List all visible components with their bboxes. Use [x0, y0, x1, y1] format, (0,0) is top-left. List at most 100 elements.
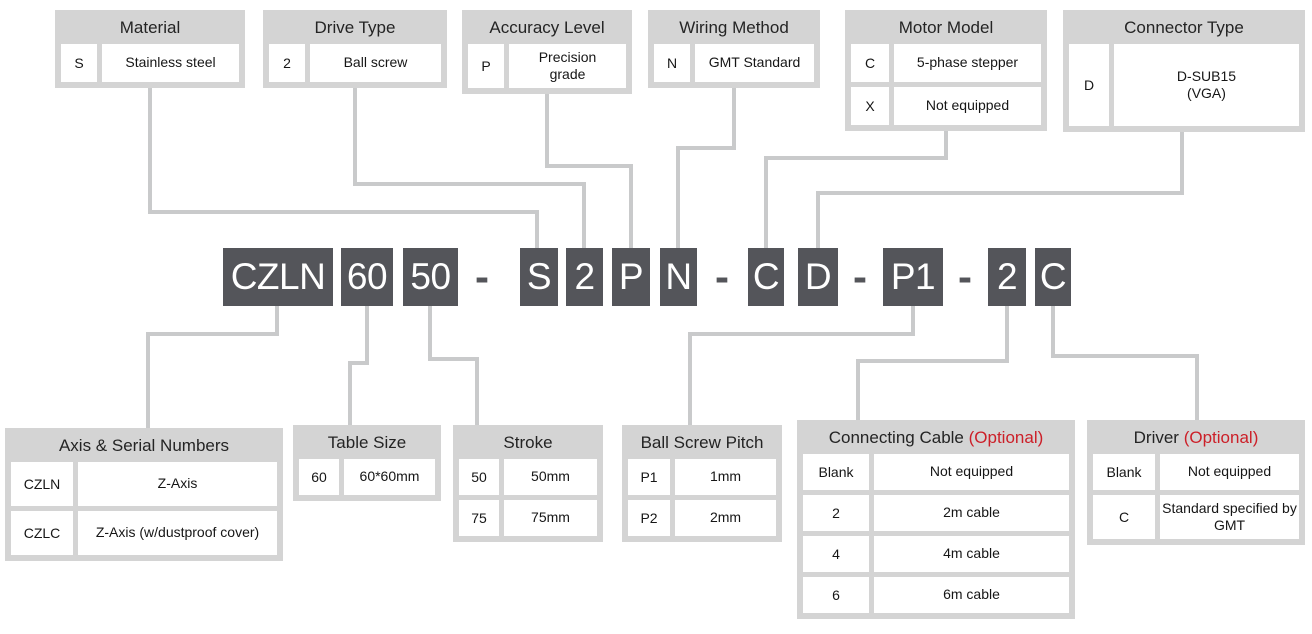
- table-row: X Not equipped: [851, 87, 1041, 125]
- desc-cell: Ball screw: [310, 44, 441, 82]
- pn-dash: -: [715, 253, 729, 300]
- desc-cell: 5-phase stepper: [894, 44, 1041, 82]
- code-cell: C: [1093, 495, 1155, 539]
- group-wiring-method-title: Wiring Method: [679, 18, 789, 37]
- table-row: 2 2m cable: [803, 495, 1069, 531]
- line-material-to-s: [148, 80, 539, 255]
- group-stroke-title: Stroke: [503, 433, 553, 452]
- pn-segment-n: N: [660, 248, 697, 306]
- group-connecting-cable-label: Connecting Cable: [828, 428, 964, 447]
- code-cell: X: [851, 87, 889, 125]
- desc-cell: Z-Axis (w/dustproof cover): [78, 511, 277, 555]
- code-cell: 50: [459, 459, 499, 495]
- code-cell: N: [654, 44, 690, 82]
- group-motor-model-title: Motor Model: [898, 18, 994, 37]
- code-cell: C: [851, 44, 889, 82]
- group-stroke: Stroke 50 50mm 75 75mm: [453, 425, 603, 542]
- line-accuracy-to-p: [545, 80, 633, 255]
- optional-label: (Optional): [968, 428, 1044, 447]
- group-connecting-cable: Connecting Cable (Optional) Blank Not eq…: [797, 420, 1075, 619]
- table-row: C Standard specified by GMT: [1093, 495, 1299, 539]
- line-czln-to-axis: [146, 300, 279, 436]
- line-connector-to-d: [816, 125, 1184, 255]
- code-cell: S: [61, 44, 97, 82]
- table-row: P Precision grade: [468, 44, 626, 88]
- group-driver-title: Driver (Optional): [1093, 424, 1299, 454]
- pn-segment-50: 50: [403, 248, 458, 306]
- pn-dash: -: [958, 253, 972, 300]
- code-cell: P2: [628, 500, 670, 536]
- line-c-to-driver: [1051, 300, 1199, 428]
- table-row: P2 2mm: [628, 500, 776, 536]
- pn-segment-p1: P1: [883, 248, 943, 306]
- desc-cell: 2m cable: [874, 495, 1069, 531]
- code-cell: 4: [803, 536, 869, 572]
- group-drive-type: Drive Type 2 Ball screw: [263, 10, 447, 88]
- line-2-to-cable: [856, 300, 1009, 428]
- table-row: 60 60*60mm: [299, 459, 435, 495]
- table-row: Blank Not equipped: [803, 454, 1069, 490]
- code-cell: 2: [803, 495, 869, 531]
- line-60-to-table-size: [348, 300, 369, 433]
- code-cell: Blank: [803, 454, 869, 490]
- table-row: Blank Not equipped: [1093, 454, 1299, 490]
- group-accuracy-level-title: Accuracy Level: [489, 18, 605, 37]
- table-row: 50 50mm: [459, 459, 597, 495]
- desc-cell: 1mm: [675, 459, 776, 495]
- pn-dash: -: [475, 253, 489, 300]
- pn-segment-c: C: [748, 248, 784, 306]
- line-motor-to-c: [764, 125, 948, 255]
- line-p1-to-pitch: [688, 300, 915, 433]
- desc-cell: 50mm: [504, 459, 597, 495]
- code-cell: CZLN: [11, 462, 73, 506]
- group-axis-serial-title: Axis & Serial Numbers: [58, 436, 230, 455]
- pn-segment-60: 60: [341, 248, 393, 306]
- desc-cell: 2mm: [675, 500, 776, 536]
- group-table-size-title: Table Size: [327, 433, 407, 452]
- group-wiring-method: Wiring Method N GMT Standard: [648, 10, 820, 88]
- group-connecting-cable-title: Connecting Cable (Optional): [803, 424, 1069, 454]
- desc-cell: Not equipped: [874, 454, 1069, 490]
- desc-cell: Not equipped: [894, 87, 1041, 125]
- group-connector-type: Connector Type D D-SUB15 (VGA): [1063, 10, 1305, 132]
- table-row: 75 75mm: [459, 500, 597, 536]
- desc-cell: Standard specified by GMT: [1160, 495, 1299, 539]
- code-cell: CZLC: [11, 511, 73, 555]
- table-row: N GMT Standard: [654, 44, 814, 82]
- pn-dash: -: [853, 253, 867, 300]
- code-cell: 6: [803, 577, 869, 613]
- table-row: 2 Ball screw: [269, 44, 441, 82]
- desc-cell: 4m cable: [874, 536, 1069, 572]
- pn-segment-2b: 2: [988, 248, 1026, 306]
- pn-segment-d: D: [798, 248, 838, 306]
- code-cell: Blank: [1093, 454, 1155, 490]
- table-row: S Stainless steel: [61, 44, 239, 82]
- desc-cell: GMT Standard: [695, 44, 814, 82]
- optional-label: (Optional): [1183, 428, 1259, 447]
- group-material-title: Material: [119, 18, 181, 37]
- table-row: D D-SUB15 (VGA): [1069, 44, 1299, 126]
- table-row: C 5-phase stepper: [851, 44, 1041, 82]
- group-material: Material S Stainless steel: [55, 10, 245, 88]
- pn-segment-p: P: [612, 248, 650, 306]
- group-accuracy-level: Accuracy Level P Precision grade: [462, 10, 632, 94]
- desc-cell: Stainless steel: [102, 44, 239, 82]
- code-cell: 2: [269, 44, 305, 82]
- pn-segment-2: 2: [566, 248, 603, 306]
- pn-segment-s: S: [520, 248, 558, 306]
- table-row: 6 6m cable: [803, 577, 1069, 613]
- desc-cell: D-SUB15 (VGA): [1114, 44, 1299, 126]
- group-connector-type-title: Connector Type: [1124, 18, 1244, 37]
- code-cell: P: [468, 44, 504, 88]
- group-motor-model: Motor Model C 5-phase stepper X Not equi…: [845, 10, 1047, 131]
- desc-cell: 6m cable: [874, 577, 1069, 613]
- table-row: CZLC Z-Axis (w/dustproof cover): [11, 511, 277, 555]
- desc-cell: 60*60mm: [344, 459, 435, 495]
- code-cell: D: [1069, 44, 1109, 126]
- group-driver-label: Driver: [1133, 428, 1179, 447]
- table-row: 4 4m cable: [803, 536, 1069, 572]
- table-row: P1 1mm: [628, 459, 776, 495]
- table-row: CZLN Z-Axis: [11, 462, 277, 506]
